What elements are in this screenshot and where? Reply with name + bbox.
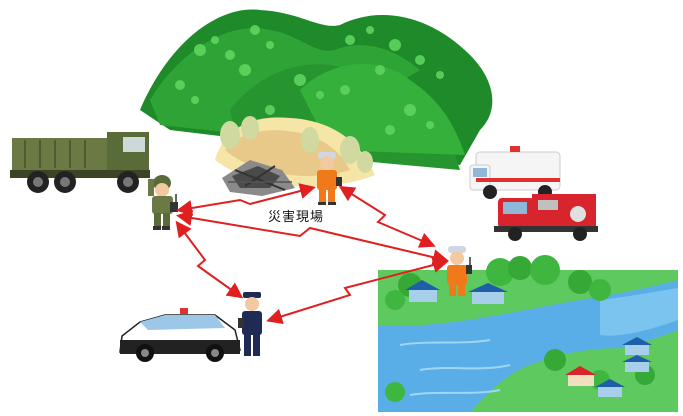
- police-officer-icon: [238, 292, 262, 356]
- disaster-site-label: 災害現場: [268, 206, 324, 225]
- link-rescuer-river: [342, 188, 432, 245]
- soldier-with-radio-icon: [148, 175, 178, 230]
- mountain-range: [140, 10, 492, 187]
- patrol-car-icon: [120, 308, 240, 362]
- link-soldier-police: [178, 224, 240, 296]
- military-truck-icon: [10, 132, 150, 193]
- ambulance-icon: [470, 146, 560, 199]
- fire-engine-icon: [494, 194, 598, 241]
- river-landscape: [378, 255, 678, 412]
